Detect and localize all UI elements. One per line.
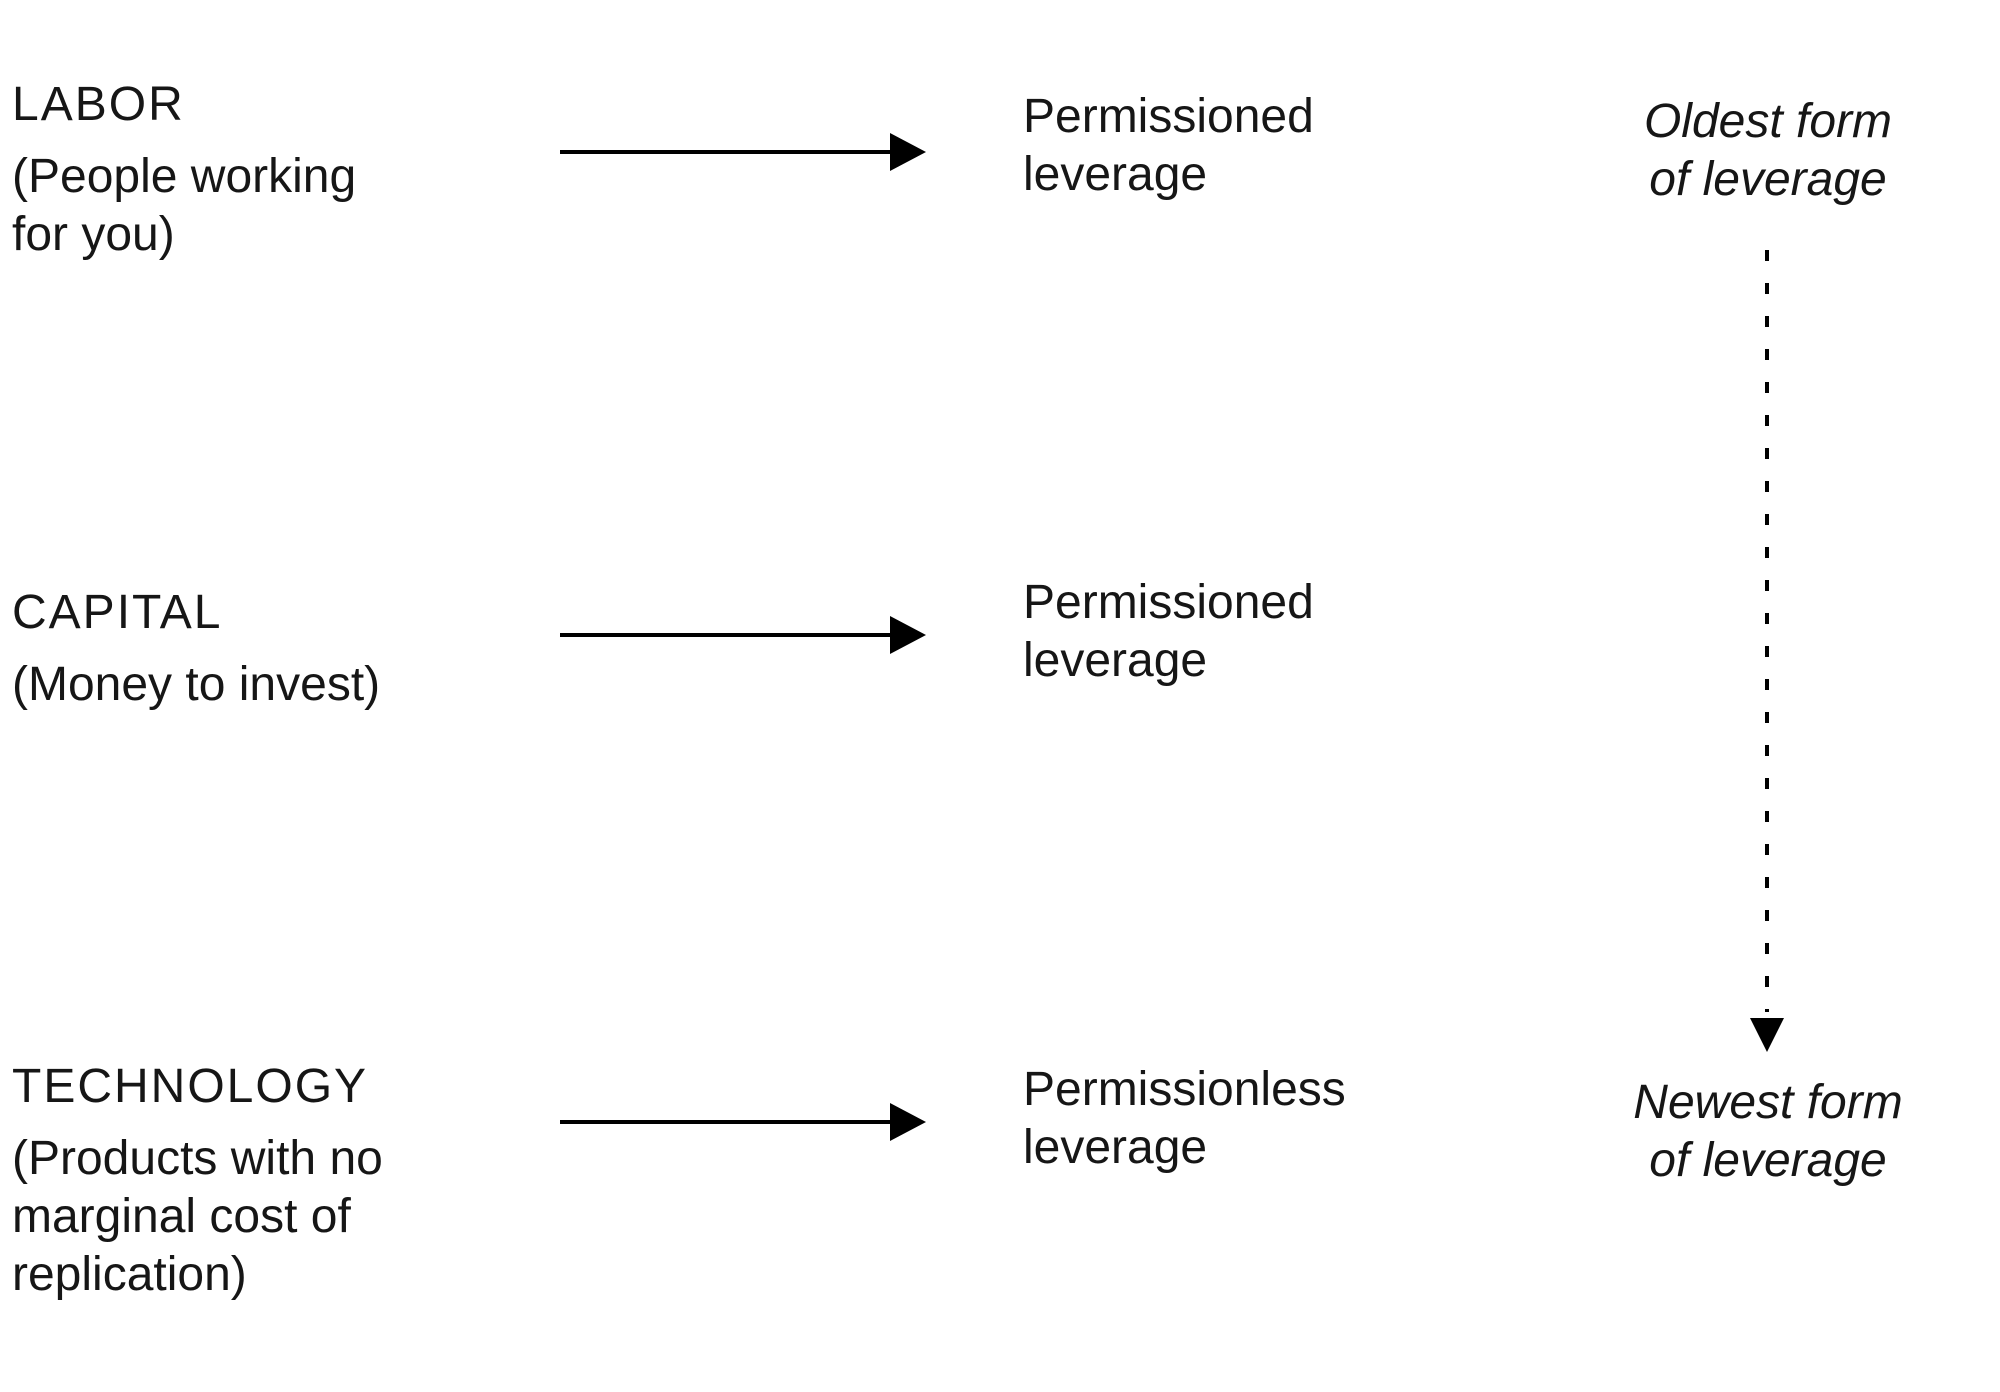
arrow-right-icon bbox=[560, 1103, 926, 1141]
oldest-form-label: Oldest form of leverage bbox=[1643, 95, 1893, 206]
technology-title: TECHNOLOGY bbox=[12, 1060, 369, 1113]
capital-title: CAPITAL bbox=[12, 586, 223, 639]
technology-leverage-label: Permissionless leverage bbox=[1023, 1063, 1346, 1174]
labor-title: LABOR bbox=[12, 78, 185, 131]
labor-leverage-label: Permissioned leverage bbox=[1023, 90, 1314, 201]
arrow-down-dashed-icon bbox=[1750, 250, 1784, 1052]
technology-block: TECHNOLOGY (Products with no marginal co… bbox=[12, 1058, 432, 1304]
labor-block: LABOR (People working for you) bbox=[12, 76, 432, 264]
arrow-right-icon bbox=[560, 133, 926, 171]
arrow-right-icon bbox=[560, 616, 926, 654]
capital-leverage-label: Permissioned leverage bbox=[1023, 576, 1314, 687]
newest-form-label: Newest form of leverage bbox=[1633, 1076, 1903, 1187]
labor-subtitle: (People working for you) bbox=[12, 150, 357, 261]
capital-block: CAPITAL (Money to invest) bbox=[12, 584, 432, 714]
capital-subtitle: (Money to invest) bbox=[12, 658, 381, 711]
technology-subtitle: (Products with no marginal cost of repli… bbox=[12, 1132, 383, 1301]
